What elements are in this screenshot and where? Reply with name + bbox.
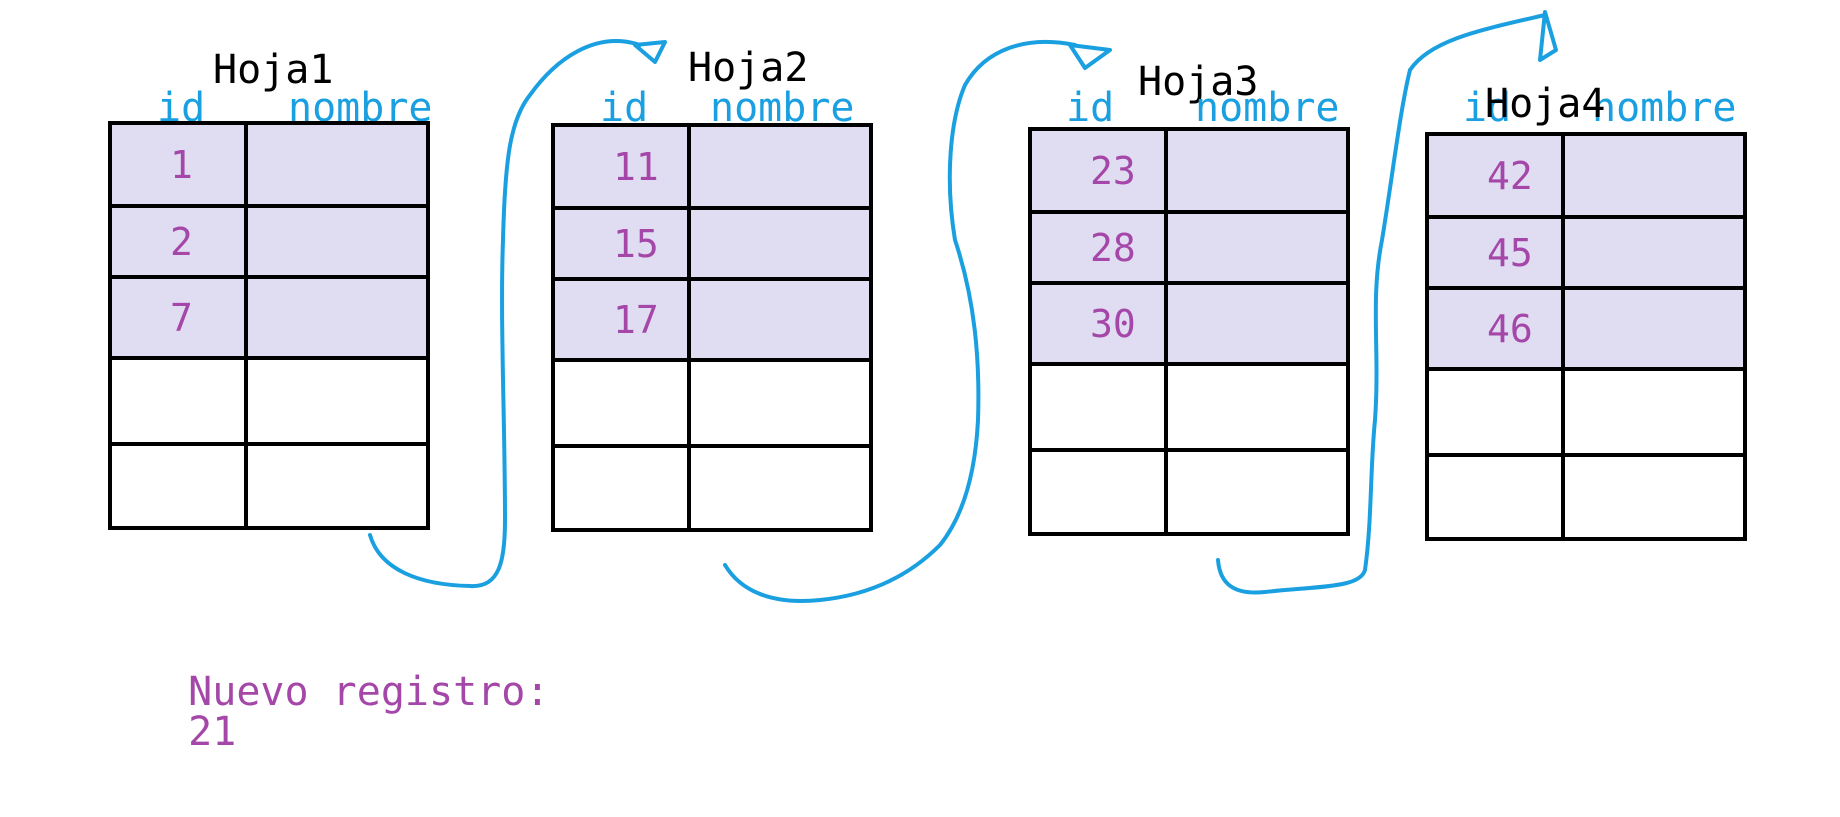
arrowhead-hoja2 (633, 40, 667, 64)
id-cell (1429, 457, 1565, 537)
nombre-cell (1565, 371, 1743, 457)
column-header-id: id (1066, 85, 1115, 131)
nombre-cell (1565, 290, 1743, 371)
nombre-cell (691, 127, 869, 210)
nombre-cell (248, 279, 426, 360)
id-cell: 28 (1032, 214, 1168, 285)
column-header-nombre: nombre (1592, 85, 1737, 131)
sheet-title-hoja4: Hoja4 (1485, 81, 1606, 127)
nombre-cell (691, 448, 869, 528)
nombre-cell (691, 281, 869, 362)
nombre-cell (248, 360, 426, 446)
id-cell (555, 448, 691, 528)
nombre-cell (691, 362, 869, 448)
id-cell: 42 (1429, 136, 1565, 219)
id-cell: 7 (112, 279, 248, 360)
id-cell: 15 (555, 210, 691, 281)
nombre-cell (1168, 214, 1346, 285)
sheet-table-hoja1: 1 2 7 (108, 121, 430, 530)
nombre-cell (1565, 457, 1743, 537)
nombre-cell (248, 208, 426, 279)
new-record-value: 21 (188, 709, 237, 755)
sheet-title-hoja1: Hoja1 (213, 47, 334, 93)
link-hoja1-to-hoja2 (368, 39, 642, 589)
sheet-title-hoja2: Hoja2 (688, 45, 809, 91)
sheet-title-hoja3: Hoja3 (1138, 59, 1259, 105)
nombre-cell (1168, 285, 1346, 366)
id-cell (112, 360, 248, 446)
column-header-nombre: nombre (710, 85, 855, 131)
new-record-note: Nuevo registro: 21 (140, 632, 549, 752)
id-cell (1429, 371, 1565, 457)
nombre-cell (1565, 219, 1743, 290)
arrowhead-hoja3 (1068, 43, 1112, 70)
sheet-table-hoja3: 23 28 30 (1028, 127, 1350, 536)
id-cell (555, 362, 691, 448)
id-cell: 23 (1032, 131, 1168, 214)
link-hoja2-to-hoja3 (723, 40, 1077, 603)
id-cell: 2 (112, 208, 248, 279)
id-cell (112, 446, 248, 526)
id-cell: 46 (1429, 290, 1565, 371)
column-header-id: id (600, 85, 649, 131)
link-hoja3-to-hoja4 (1216, 13, 1547, 595)
sheet-table-hoja4: 42 45 46 (1425, 132, 1747, 541)
id-cell: 11 (555, 127, 691, 210)
id-cell: 30 (1032, 285, 1168, 366)
nombre-cell (1168, 131, 1346, 214)
id-cell: 1 (112, 125, 248, 208)
arrowhead-hoja4 (1538, 10, 1558, 62)
id-cell: 17 (555, 281, 691, 362)
nombre-cell (248, 125, 426, 208)
nombre-cell (1168, 452, 1346, 532)
nombre-cell (691, 210, 869, 281)
column-header-nombre: nombre (1195, 85, 1340, 131)
nombre-cell (1565, 136, 1743, 219)
sheet-table-hoja2: 11 15 17 (551, 123, 873, 532)
column-header-id: id (1463, 85, 1512, 131)
nombre-cell (1168, 366, 1346, 452)
id-cell: 45 (1429, 219, 1565, 290)
id-cell (1032, 366, 1168, 452)
new-record-label: Nuevo registro: (188, 669, 550, 715)
nombre-cell (248, 446, 426, 526)
id-cell (1032, 452, 1168, 532)
